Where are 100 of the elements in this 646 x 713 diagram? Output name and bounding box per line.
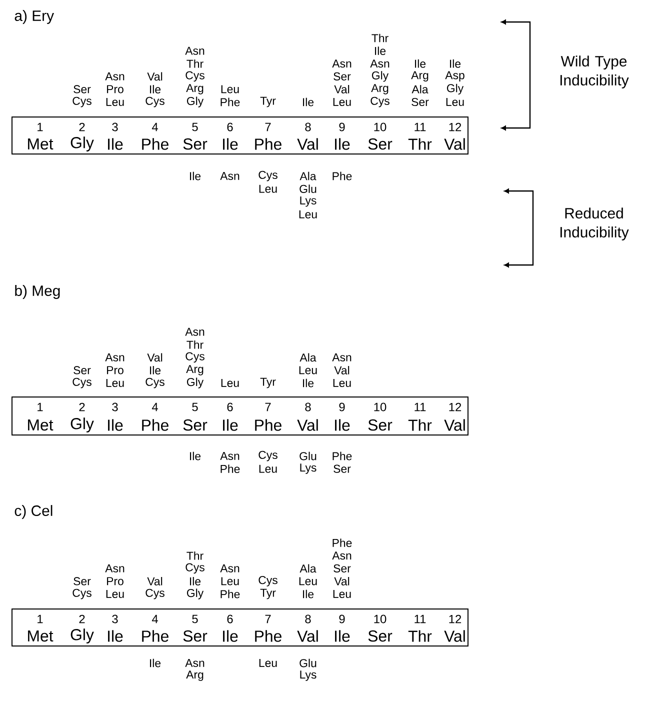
substitution-label: Cys bbox=[258, 170, 278, 182]
substitution-label: Cys bbox=[186, 563, 204, 574]
substitution-label: Ile bbox=[375, 46, 386, 55]
substitution-label: Glu bbox=[300, 658, 316, 668]
position-number: 10 bbox=[374, 614, 386, 624]
substitution-label: Leu bbox=[221, 85, 239, 94]
substitution-label: Gly bbox=[446, 84, 464, 95]
position-number: 6 bbox=[227, 614, 233, 624]
substitution-label: Thr bbox=[186, 340, 204, 349]
substitution-label: Asn bbox=[220, 452, 240, 460]
panel-title: c) Cel bbox=[14, 505, 52, 519]
position-number: 9 bbox=[339, 402, 345, 412]
position-number: 2 bbox=[79, 402, 85, 412]
substitution-label: Val bbox=[147, 353, 162, 362]
substitution-label: Ser bbox=[412, 98, 429, 106]
substitution-label: Ala bbox=[300, 353, 316, 362]
substitution-label: Ile bbox=[450, 59, 461, 68]
substitution-label: Ser bbox=[74, 366, 91, 374]
position-number: 12 bbox=[449, 614, 462, 624]
residue: Ser bbox=[183, 138, 208, 150]
substitution-label: Leu bbox=[106, 98, 124, 106]
residue: Val bbox=[297, 138, 318, 150]
residue: Val bbox=[297, 630, 318, 642]
residue: Gly bbox=[70, 628, 94, 644]
position-number: 4 bbox=[152, 402, 158, 412]
substitution-label: Pro bbox=[107, 366, 124, 374]
substitution-label: Arg bbox=[186, 84, 204, 94]
substitution-label: Leu bbox=[333, 98, 351, 106]
substitution-label: Ala bbox=[300, 172, 316, 180]
substitution-label: Asn bbox=[220, 172, 240, 180]
substitution-label: Gly bbox=[372, 71, 389, 82]
position-number: 9 bbox=[339, 614, 345, 624]
residue: Phe bbox=[142, 419, 168, 431]
substitution-label: Leu bbox=[446, 98, 464, 106]
substitution-label: Ser bbox=[334, 464, 351, 473]
residue: Val bbox=[444, 138, 465, 150]
substitution-label: Cys bbox=[186, 71, 204, 82]
substitution-label: Ser bbox=[334, 72, 351, 80]
substitution-label: Ile bbox=[190, 172, 201, 180]
position-number: 9 bbox=[339, 122, 345, 132]
substitution-label: Asn bbox=[105, 564, 124, 572]
position-number: 1 bbox=[38, 614, 43, 624]
position-number: 6 bbox=[227, 122, 233, 132]
residue: Phe bbox=[255, 419, 282, 431]
substitution-label: Leu bbox=[259, 184, 277, 193]
position-number: 3 bbox=[112, 122, 118, 132]
residue: Ser bbox=[183, 419, 208, 431]
substitution-label: Val bbox=[334, 577, 350, 586]
substitution-label: Ala bbox=[300, 564, 316, 573]
substitution-label: Phe bbox=[220, 464, 240, 473]
substitution-label: Ile bbox=[150, 366, 161, 374]
position-number: 7 bbox=[265, 122, 271, 132]
substitution-label: Asn bbox=[105, 353, 124, 362]
substitution-label: Thr bbox=[186, 59, 204, 68]
residue: Met bbox=[28, 138, 54, 150]
substitution-label: Asn bbox=[370, 60, 390, 68]
position-number: 7 bbox=[265, 402, 271, 412]
substitution-label: Phe bbox=[332, 172, 352, 180]
substitution-label: Arg bbox=[186, 670, 204, 681]
residue: Gly bbox=[70, 418, 94, 432]
substitution-label: Ile bbox=[190, 452, 201, 460]
position-number: 4 bbox=[152, 122, 158, 132]
position-number: 8 bbox=[305, 614, 311, 624]
panel-title: a) Ery bbox=[14, 10, 54, 24]
substitution-label: Asn bbox=[332, 552, 352, 560]
residue: Val bbox=[444, 630, 465, 642]
substitution-label: Cys bbox=[186, 352, 204, 363]
substitution-label: Leu bbox=[259, 659, 277, 667]
substitution-label: Pro bbox=[107, 85, 124, 94]
substitution-label: Val bbox=[147, 72, 162, 81]
substitution-label: Thr bbox=[372, 34, 388, 42]
position-number: 1 bbox=[38, 402, 43, 412]
substitution-label: Cys bbox=[258, 576, 278, 586]
bracket-label: Wild Type Inducibility bbox=[560, 56, 629, 88]
residue: Ile bbox=[223, 419, 238, 431]
substitution-label: Asn bbox=[332, 60, 352, 68]
substitution-label: Ile bbox=[150, 658, 161, 668]
position-number: 2 bbox=[79, 614, 85, 624]
substitution-label: Val bbox=[334, 85, 350, 94]
residue: Ser bbox=[368, 138, 392, 150]
substitution-label: Ile bbox=[190, 577, 201, 586]
substitution-label: Phe bbox=[332, 452, 352, 460]
substitution-label: Asn bbox=[105, 72, 124, 80]
substitution-label: Glu bbox=[300, 184, 316, 193]
residue: Ser bbox=[183, 630, 208, 642]
substitution-label: Leu bbox=[299, 366, 317, 374]
substitution-label: Cys bbox=[258, 450, 278, 462]
substitution-label: Asp bbox=[445, 71, 464, 82]
substitution-label: Asn bbox=[185, 659, 204, 667]
substitution-label: Arg bbox=[371, 84, 388, 94]
position-number: 10 bbox=[374, 402, 386, 412]
position-number: 2 bbox=[79, 122, 85, 132]
substitution-label: Asn bbox=[185, 46, 204, 55]
residue: Ile bbox=[223, 630, 238, 642]
residue: Ile bbox=[108, 419, 123, 431]
position-number: 5 bbox=[192, 614, 198, 624]
substitution-label: Ile bbox=[303, 98, 314, 106]
substitution-label: Thr bbox=[186, 551, 204, 560]
substitution-label: Ser bbox=[74, 577, 91, 586]
residue: Ile bbox=[108, 630, 123, 642]
